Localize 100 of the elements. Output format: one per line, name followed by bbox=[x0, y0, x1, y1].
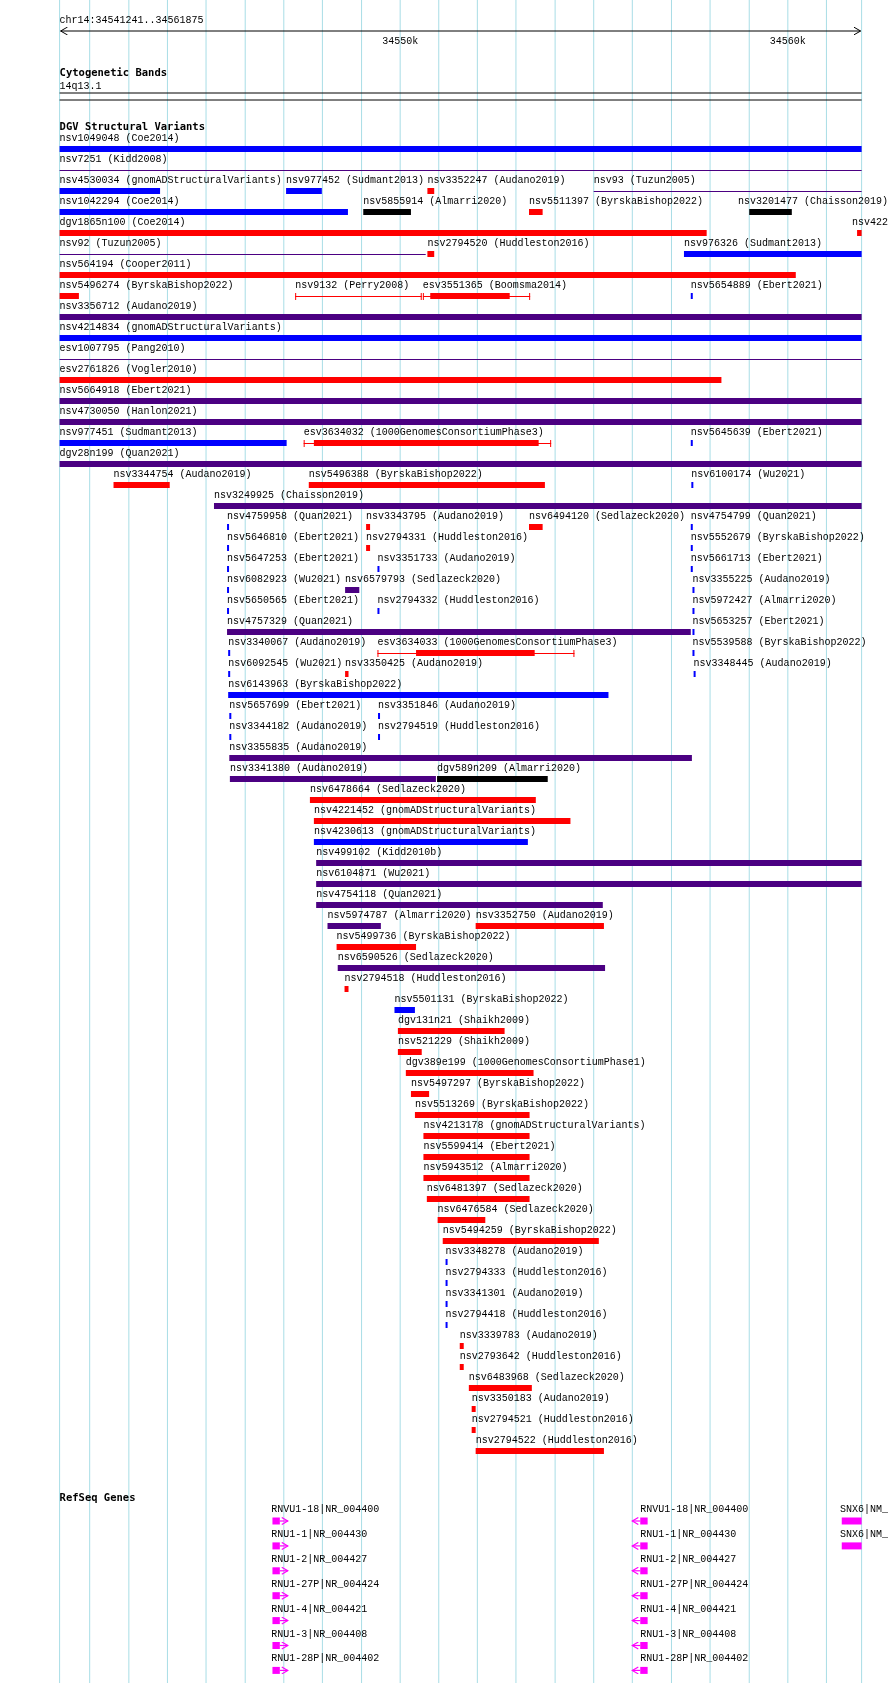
variant-label: esv2761826 (Vogler2010) bbox=[59, 364, 198, 375]
gene-label: RNU1-28P|NR_004402 bbox=[271, 1653, 380, 1665]
variant-label: nsv4230613 (gnomADStructuralVariants) bbox=[313, 826, 536, 837]
variant-label: nsv3348278 (Audano2019) bbox=[445, 1246, 584, 1257]
gene-label: RNU1-2|NR_004427 bbox=[640, 1553, 737, 1565]
variant-label: nsv5646810 (Ebert2021) bbox=[227, 532, 360, 543]
gene-label: RNU1-2|NR_004427 bbox=[271, 1553, 368, 1565]
variant-label: nsv3344182 (Audano2019) bbox=[229, 721, 368, 732]
gene-label: RNU1-27P|NR_004424 bbox=[640, 1578, 749, 1590]
gene-label: SNX6|NM_ bbox=[840, 1528, 888, 1540]
variant-label: nsv6579793 (Sedlazeck2020) bbox=[345, 574, 502, 585]
variant-label: nsv6494120 (Sedlazeck2020) bbox=[529, 511, 686, 522]
variant-label: nsv564194 (Cooper2011) bbox=[59, 259, 192, 270]
variant-label: nsv3351733 (Audano2019) bbox=[377, 553, 516, 564]
variant-label: nsv5496274 (ByrskaBishop2022) bbox=[59, 280, 234, 291]
variant-label: nsv5496388 (ByrskaBishop2022) bbox=[308, 469, 483, 480]
variant-label: nsv5513269 (ByrskaBishop2022) bbox=[414, 1099, 589, 1110]
variant-label: dgv589n209 (Almarri2020) bbox=[437, 763, 582, 774]
scale-label: 34560k bbox=[769, 36, 806, 47]
variant-label: esv3634033 (1000GenomesConsortiumPhase3) bbox=[377, 637, 618, 648]
variant-label: nsv977452 (Sudmant2013) bbox=[286, 175, 425, 186]
variant-label: nsv2794331 (Huddleston2016) bbox=[366, 532, 529, 543]
variant-label: nsv3339783 (Audano2019) bbox=[459, 1330, 598, 1341]
variant-label: nsv6143963 (ByrskaBishop2022) bbox=[228, 679, 403, 690]
variant-label: nsv92 (Tuzun2005) bbox=[59, 238, 162, 249]
variant-label: nsv4757329 (Quan2021) bbox=[227, 616, 354, 627]
track-heading: DGV Structural Variants bbox=[59, 121, 205, 132]
variant-label: nsv3351846 (Audano2019) bbox=[378, 700, 517, 711]
variant-label: nsv2794518 (Huddleston2016) bbox=[344, 973, 507, 984]
gene-label: RNVU1-18|NR_004400 bbox=[271, 1504, 380, 1515]
gene-label: RNU1-3|NR_004408 bbox=[640, 1628, 737, 1640]
variant-label: nsv5974787 (Almarri2020) bbox=[327, 910, 472, 921]
variant-label: nsv4754118 (Quan2021) bbox=[316, 889, 443, 900]
variant-label: nsv5855914 (Almarri2020) bbox=[363, 196, 508, 207]
position-label: chr14:34541241..34561875 bbox=[59, 15, 204, 26]
variant-label: nsv3350183 (Audano2019) bbox=[471, 1393, 610, 1404]
variant-label: nsv976326 (Sudmant2013) bbox=[683, 238, 822, 249]
variant-label: nsv5494259 (ByrskaBishop2022) bbox=[442, 1225, 617, 1236]
variant-label: nsv3201477 (Chaisson2019) bbox=[738, 196, 889, 207]
variant-label: nsv4213178 (gnomADStructuralVariants) bbox=[423, 1120, 646, 1131]
variant-label: nsv9132 (Perry2008) bbox=[295, 280, 410, 291]
variant-label: esv3551365 (Boomsma2014) bbox=[422, 280, 567, 291]
gene-label: RNU1-27P|NR_004424 bbox=[271, 1578, 380, 1590]
variant-label: nsv5657699 (Ebert2021) bbox=[229, 700, 362, 711]
variant-label: nsv3356712 (Audano2019) bbox=[59, 301, 198, 312]
variant-label: nsv4221452 (gnomADStructuralVariants) bbox=[313, 805, 536, 816]
variant-label: nsv6476584 (Sedlazeck2020) bbox=[437, 1204, 594, 1215]
variant-label: dgv131n21 (Shaikh2009) bbox=[397, 1015, 530, 1026]
variant-label: nsv5511397 (ByrskaBishop2022) bbox=[529, 196, 704, 207]
track-heading: Cytogenetic Bands bbox=[59, 67, 168, 78]
variant-label: nsv5943512 (Almarri2020) bbox=[423, 1162, 568, 1173]
variant-label: nsv2793642 (Huddleston2016) bbox=[459, 1351, 622, 1362]
variant-label: esv1007795 (Pang2010) bbox=[59, 343, 186, 354]
band-label: 14q13.1 bbox=[59, 81, 102, 92]
variant-label: nsv3350425 (Audano2019) bbox=[345, 658, 484, 669]
variant-label: nsv977451 (Sudmant2013) bbox=[59, 427, 198, 438]
variant-label: nsv2794332 (Huddleston2016) bbox=[377, 595, 540, 606]
variant-label: nsv4759958 (Quan2021) bbox=[227, 511, 354, 522]
variant-label: nsv2794521 (Huddleston2016) bbox=[471, 1414, 634, 1425]
variant-label: nsv93 (Tuzun2005) bbox=[593, 175, 696, 186]
variant-label: nsv5599414 (Ebert2021) bbox=[423, 1141, 556, 1152]
gene-label: RNU1-28P|NR_004402 bbox=[640, 1653, 749, 1665]
variant-label: nsv5661713 (Ebert2021) bbox=[690, 553, 823, 564]
variant-label: nsv6590526 (Sedlazeck2020) bbox=[337, 952, 494, 963]
variant-label: nsv3343795 (Audano2019) bbox=[366, 511, 505, 522]
variant-label: nsv4214834 (gnomADStructuralVariants) bbox=[59, 322, 282, 333]
variant-label: nsv6483968 (Sedlazeck2020) bbox=[468, 1372, 625, 1383]
variant-label: nsv5647253 (Ebert2021) bbox=[227, 553, 360, 564]
variant-label: nsv6092545 (Wu2021) bbox=[228, 658, 343, 669]
variant-label: dgv389e199 (1000GenomesConsortiumPhase1) bbox=[405, 1057, 646, 1068]
gene-label: RNU1-4|NR_004421 bbox=[640, 1603, 737, 1615]
variant-label: nsv3352247 (Audano2019) bbox=[427, 175, 566, 186]
scale-label: 34550k bbox=[382, 36, 419, 47]
gene-label: SNX6|NM_ bbox=[840, 1504, 888, 1515]
variant-label: nsv2794520 (Huddleston2016) bbox=[427, 238, 590, 249]
variant-label: nsv5552679 (ByrskaBishop2022) bbox=[690, 532, 865, 543]
variant-label: nsv2794333 (Huddleston2016) bbox=[445, 1267, 608, 1278]
variant-label: dgv28n199 (Quan2021) bbox=[59, 448, 180, 459]
variant-label: nsv5972427 (Almarri2020) bbox=[692, 595, 837, 606]
variant-label: nsv1049048 (Coe2014) bbox=[59, 133, 180, 144]
variant-label: nsv6104871 (Wu2021) bbox=[316, 868, 431, 879]
variant-label: nsv3355835 (Audano2019) bbox=[229, 742, 368, 753]
gene-label: RNU1-3|NR_004408 bbox=[271, 1628, 368, 1640]
variant-label: nsv2794522 (Huddleston2016) bbox=[475, 1435, 638, 1446]
variant-label: nsv3341301 (Audano2019) bbox=[445, 1288, 584, 1299]
variant-label: dgv1865n100 (Coe2014) bbox=[59, 217, 186, 228]
variant-label: nsv3249925 (Chaisson2019) bbox=[214, 490, 364, 501]
variant-label: nsv2794418 (Huddleston2016) bbox=[445, 1309, 608, 1320]
track-heading: RefSeq Genes bbox=[59, 1492, 136, 1503]
variant-label: nsv5653257 (Ebert2021) bbox=[692, 616, 825, 627]
variant-label: nsv5654889 (Ebert2021) bbox=[690, 280, 823, 291]
variant-label: nsv6100174 (Wu2021) bbox=[691, 469, 806, 480]
variant-label: nsv5645639 (Ebert2021) bbox=[690, 427, 823, 438]
variant-label: nsv3340067 (Audano2019) bbox=[228, 637, 367, 648]
variant-label: nsv3341380 (Audano2019) bbox=[229, 763, 368, 774]
variant-label: nsv6478664 (Sedlazeck2020) bbox=[309, 784, 466, 795]
gene-label: RNVU1-18|NR_004400 bbox=[640, 1504, 749, 1515]
variant-label: nsv6481397 (Sedlazeck2020) bbox=[426, 1183, 583, 1194]
gene-label: RNU1-1|NR_004430 bbox=[271, 1528, 368, 1540]
variant-label: nsv5501131 (ByrskaBishop2022) bbox=[394, 994, 569, 1005]
